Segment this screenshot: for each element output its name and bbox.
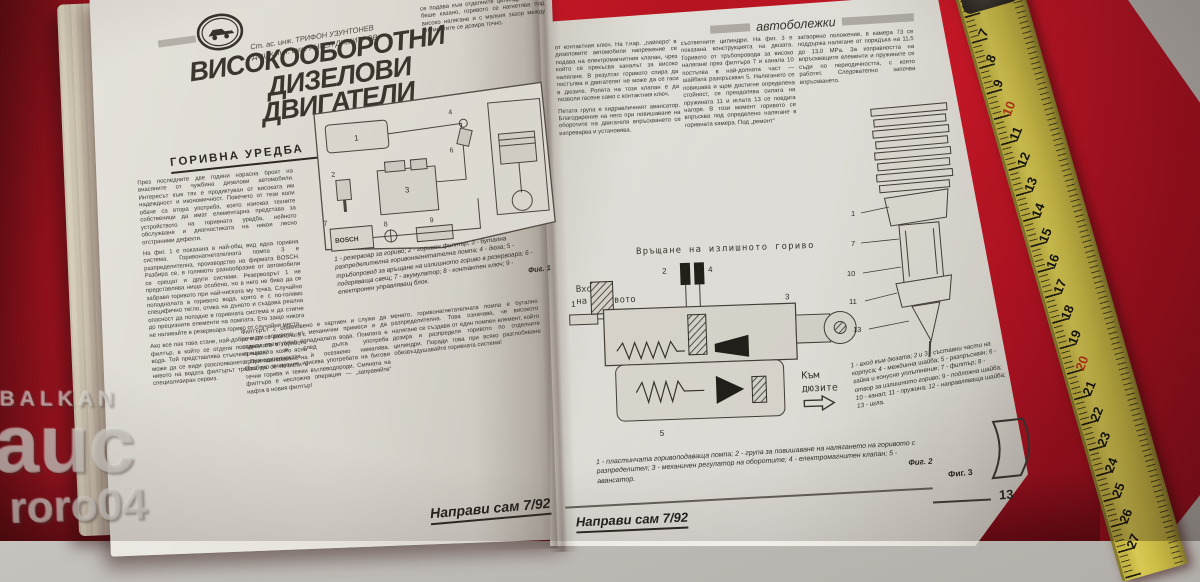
fig2-injection-pump-diagram: 1 2 3 4 5 <box>562 253 863 453</box>
paragraph: Филтърът 2 обикновено е хартиен и служи … <box>241 315 393 397</box>
fig1-callout-7: 7 <box>323 220 328 227</box>
paragraph: Петата група е хидравличният авансатор. … <box>558 102 681 138</box>
car-logo-icon <box>193 9 246 55</box>
page-number: 13 <box>999 487 1014 503</box>
paragraph: се подава към отделните цилиндри. Както … <box>420 0 546 36</box>
paragraph: затворено положение, в камера 73 се подд… <box>797 29 916 87</box>
fig1-callout-9: 9 <box>429 217 434 224</box>
paragraph: През последните две години нарасна броят… <box>137 168 298 247</box>
fig2-callout-5: 5 <box>660 429 665 438</box>
left-page-column-a: Филтърът 2 обикновено е хартиен и служи … <box>241 315 406 515</box>
right-page-column-1: от контактния ключ. На т.нар. „пайперо“ … <box>555 39 688 251</box>
fig3-callout-1: 1 <box>851 209 855 218</box>
fig2-callout-2: 2 <box>662 267 667 276</box>
page-corner-arrow-icon <box>983 415 1041 482</box>
fig1-callout-2: 2 <box>331 172 336 179</box>
fig3-callout-7: 7 <box>851 239 855 248</box>
paragraph: от контактния ключ. На т.нар. „пайперо“ … <box>555 39 680 105</box>
fig1-label: Фиг. 1 <box>528 263 552 275</box>
right-page-column-2: съответните цилиндри. На фиг. 3 е показа… <box>681 35 804 251</box>
fig2-callout-1: 1 <box>571 300 576 309</box>
fig1-callout-4: 4 <box>448 109 453 116</box>
header-bar <box>710 23 750 33</box>
fig3-callout-13: 13 <box>853 325 861 334</box>
fig2-callout-3: 3 <box>785 292 790 301</box>
fig1-callout-8: 8 <box>384 221 389 228</box>
auction-photo-magazine-spread: { "watermark": { "line1": "BALKAN", "lin… <box>0 0 1200 541</box>
fig2-callout-4: 4 <box>708 265 713 274</box>
header-bar <box>841 13 913 25</box>
fig3-injector-diagram: 1 7 10 11 13 <box>845 95 1005 363</box>
fig3-callout-10: 10 <box>847 269 855 278</box>
left-page-column-b: менато, горивонагнетателната помпа е бут… <box>390 299 558 509</box>
paragraph: съответните цилиндри. На фиг. 3 е показа… <box>681 35 798 130</box>
fig1-callout-6: 6 <box>449 147 454 154</box>
fig3-callout-11: 11 <box>849 297 857 306</box>
tape-end-cap <box>958 0 1020 15</box>
